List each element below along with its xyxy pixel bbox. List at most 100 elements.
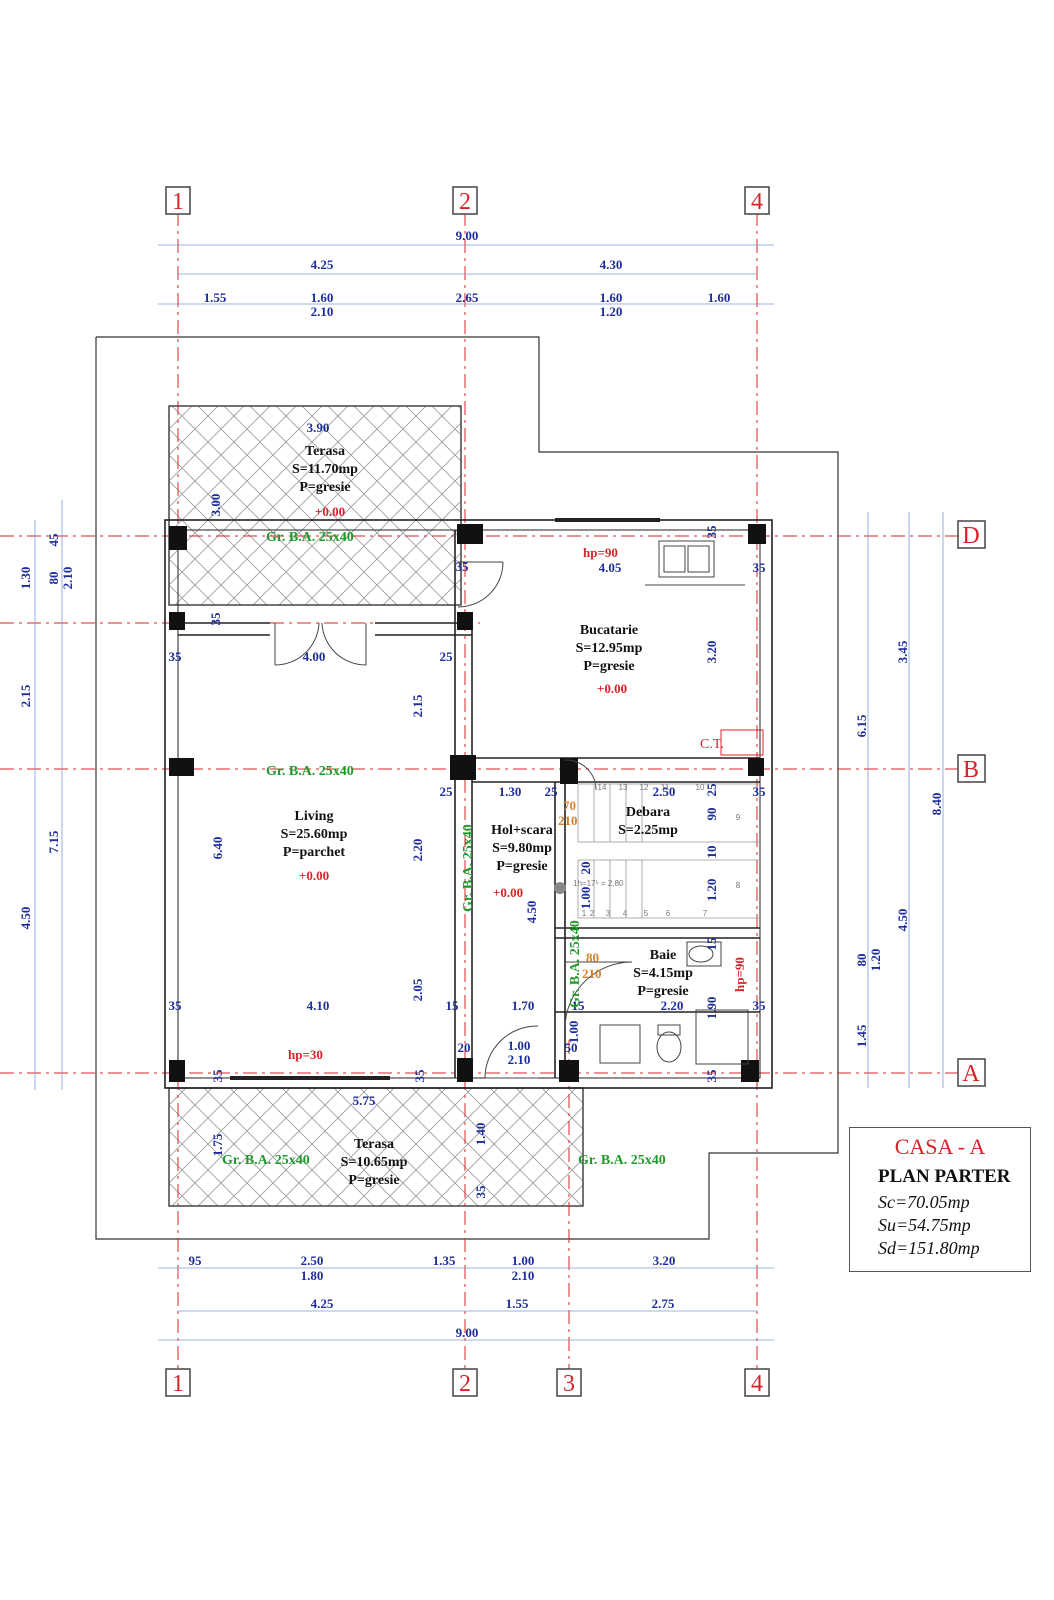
dim-405: 4.05 — [599, 560, 622, 575]
dimension-lines — [34, 244, 944, 1341]
dim-10: 10 — [704, 846, 719, 859]
dim-35-a: 35 — [456, 559, 470, 574]
shower-tray — [695, 1009, 749, 1065]
stair-step: 11 — [661, 783, 670, 792]
dim-right-840: 8.40 — [929, 793, 944, 816]
stair-step: 8 — [736, 881, 741, 890]
dim-320: 3.20 — [704, 641, 719, 664]
kitchen-level: +0.00 — [597, 681, 627, 696]
hall-floor: P=gresie — [496, 859, 547, 874]
dim-35-k: 35 — [704, 525, 719, 539]
stair-step: 12 — [640, 783, 649, 792]
terrace-top-area: S=11.70mp — [292, 462, 358, 477]
dim-right-80: 80 — [854, 954, 869, 967]
dim-220b: 2.20 — [661, 998, 684, 1013]
dim-top-265: 2.65 — [456, 290, 479, 305]
axis-right-B: B — [963, 757, 979, 783]
dim-left-450: 4.50 — [18, 907, 33, 930]
dim-right-615: 6.15 — [854, 714, 869, 737]
beam-vertical-a: Gr. B.A. 25x40 — [461, 824, 476, 912]
project-title: CASA - A — [894, 1134, 986, 1159]
dim-250: 2.50 — [653, 784, 676, 799]
staircase — [577, 783, 760, 919]
stair-start-dot — [554, 882, 566, 894]
dim-35-l: 35 — [753, 560, 767, 575]
beam-top: Gr. B.A. 25x40 — [266, 530, 354, 545]
dim-bot-95: 95 — [189, 1253, 203, 1268]
dim-640: 6.40 — [210, 837, 225, 860]
axis-bottom-3: 3 — [563, 1371, 575, 1397]
dim-35-c: 35 — [169, 649, 183, 664]
dim-top-155: 1.55 — [204, 290, 227, 305]
beam-bottom-right: Gr. B.A. 25x40 — [578, 1153, 666, 1168]
bathroom-name: Baie — [650, 948, 676, 963]
stair-step: 10 — [696, 783, 705, 792]
dim-35-m: 35 — [753, 784, 767, 799]
title-block: CASA - A PLAN PARTER Sc=70.05mp Su=54.75… — [849, 1127, 1031, 1272]
dim-bot-180: 1.80 — [301, 1268, 324, 1283]
dim-35-e: 35 — [169, 998, 183, 1013]
dim-50: 50 — [565, 1040, 578, 1055]
dim-top-430: 4.30 — [600, 257, 623, 272]
stair-step: 2 — [590, 909, 595, 918]
axis-bubbles — [165, 186, 986, 1397]
dim-right-145: 1.45 — [854, 1024, 869, 1047]
dim-top-160b: 1.60 — [600, 290, 623, 305]
dim-35-f: 35 — [753, 998, 767, 1013]
sd-area: Sd=151.80mp — [878, 1238, 980, 1258]
dim-410: 4.10 — [307, 998, 330, 1013]
terrace-top-name: Terasa — [305, 444, 345, 459]
dim-35-j: 35 — [473, 1185, 488, 1199]
dim-35-i: 35 — [704, 1069, 719, 1083]
dim-175: 1.75 — [210, 1133, 225, 1156]
dim-left-45: 45 — [46, 533, 61, 547]
dim-left-80: 80 — [46, 572, 61, 585]
dim-bot-100: 1.00 — [512, 1253, 535, 1268]
bath-sink — [686, 941, 722, 967]
dim-130: 1.30 — [499, 784, 522, 799]
marks: hp=90 hp=90 hp=30 C.T. 70 210 80 210 1h=… — [288, 545, 747, 1062]
dim-90: 90 — [704, 808, 719, 821]
dim-15-b: 15 — [572, 998, 586, 1013]
stair-label: 1h=17⁵ = 2.80 — [573, 879, 624, 888]
dim-bot-250: 2.50 — [301, 1253, 324, 1268]
stair-step: 9 — [736, 813, 741, 822]
left-dimensions: 45 80 2.10 1.30 2.15 7.15 4.50 — [18, 533, 75, 929]
dim-35-b: 35 — [208, 612, 223, 626]
sc-area: Sc=70.05mp — [878, 1192, 970, 1212]
dim-25-c: 25 — [545, 784, 559, 799]
dim-left-215: 2.15 — [18, 684, 33, 707]
storage-area: S=2.25mp — [618, 823, 678, 838]
hp90-kitchen: hp=90 — [583, 545, 618, 560]
dim-bot-210: 2.10 — [512, 1268, 535, 1283]
dim-top-160a: 1.60 — [311, 290, 334, 305]
dim-door-100: 1.00 — [508, 1038, 531, 1053]
dim-205: 2.05 — [410, 978, 425, 1001]
axis-right-D: D — [962, 523, 979, 549]
bathroom-floor: P=gresie — [637, 984, 688, 999]
stair-step: 5 — [644, 909, 649, 918]
dim-right-345: 3.45 — [895, 640, 910, 663]
dim-25-b: 25 — [440, 784, 454, 799]
storage-name: Debara — [626, 805, 670, 820]
kitchen-area: S=12.95mp — [576, 641, 643, 656]
dim-140: 1.40 — [473, 1123, 488, 1146]
dim-15-c: 15 — [704, 937, 719, 951]
fixtures — [599, 540, 764, 1065]
beam-bottom-left: Gr. B.A. 25x40 — [222, 1153, 310, 1168]
dim-220: 2.20 — [410, 839, 425, 862]
bottom-dimensions: 95 2.50 1.80 1.35 1.00 2.10 3.20 4.25 1.… — [189, 1253, 676, 1340]
dim-left-715: 7.15 — [46, 830, 61, 853]
dim-450: 4.50 — [524, 901, 539, 924]
dim-575: 5.75 — [353, 1093, 376, 1108]
dim-100: 1.00 — [578, 887, 593, 910]
axis-bottom-4: 4 — [751, 1371, 763, 1397]
columns — [169, 524, 766, 1082]
stair-step: 1 — [582, 909, 587, 918]
washing-machine — [599, 1024, 641, 1064]
kitchen-name: Bucatarie — [580, 623, 638, 638]
living-level: +0.00 — [299, 868, 329, 883]
axis-top-1: 1 — [172, 189, 184, 215]
bathroom-area: S=4.15mp — [633, 966, 693, 981]
terrace-top-level: +0.00 — [315, 504, 345, 519]
